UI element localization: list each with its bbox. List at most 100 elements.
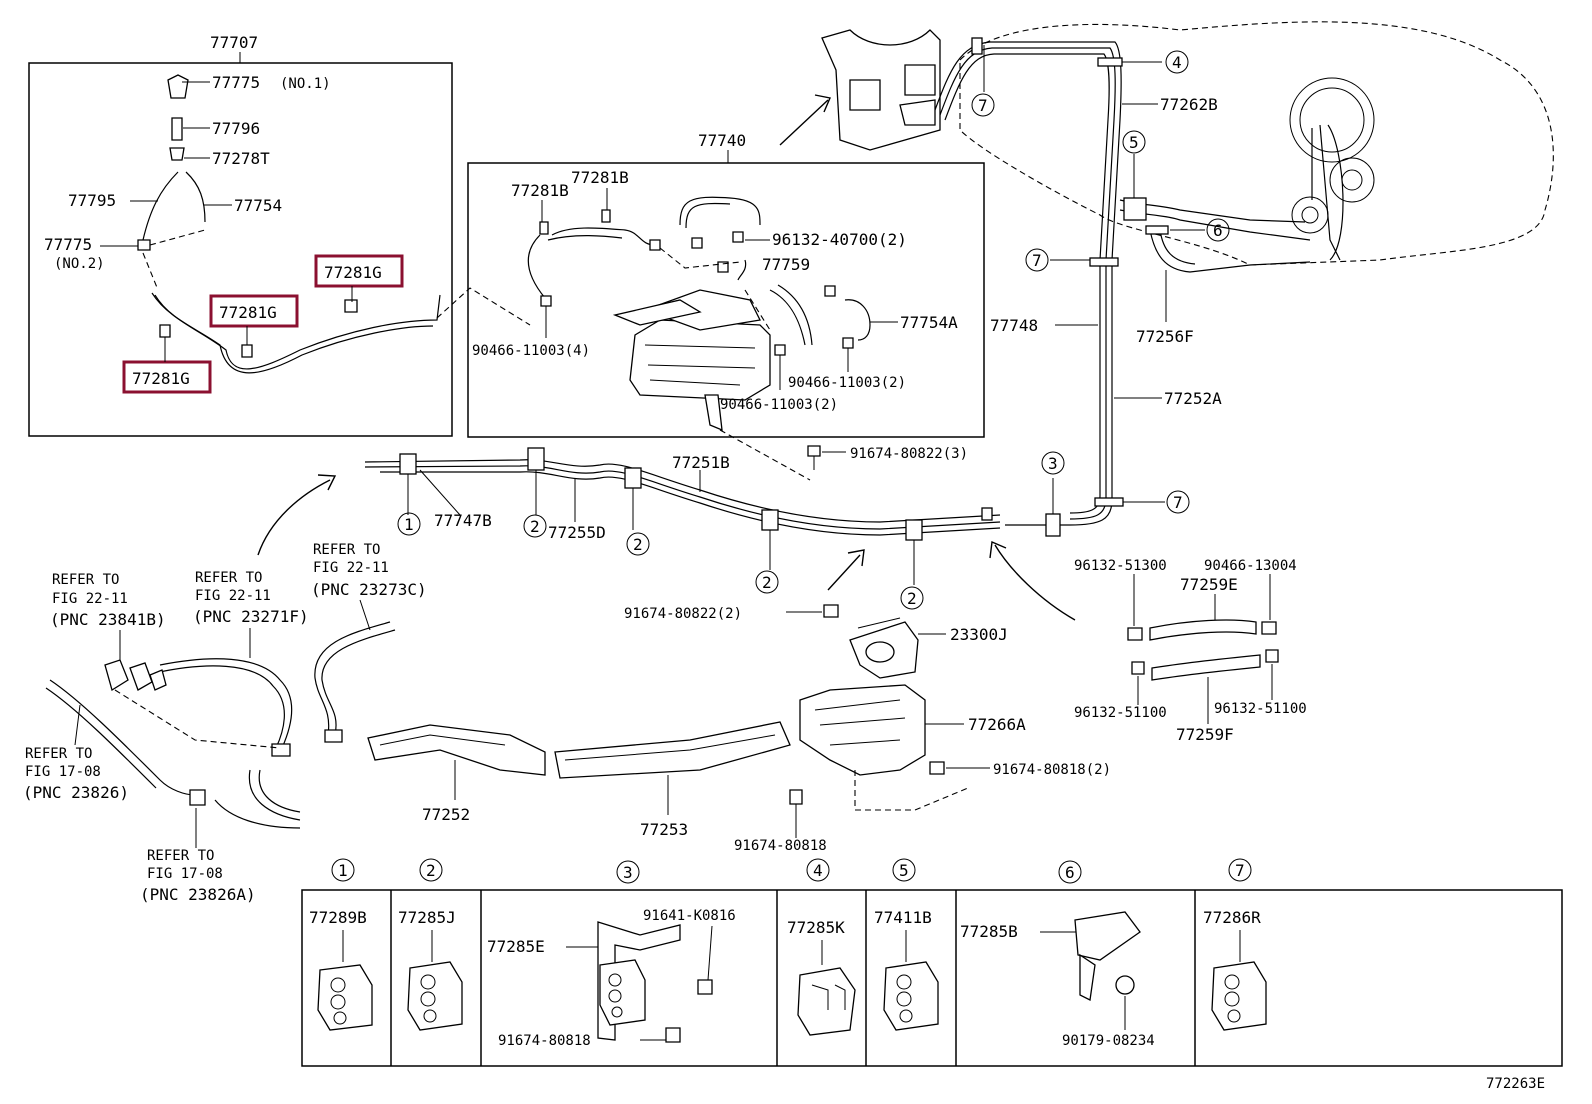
inset-77707-frame	[28, 62, 453, 437]
label-77281b-top: 77281B	[571, 168, 629, 187]
note-no1: (NO.1)	[280, 76, 331, 92]
horizontal-line-bundle	[364, 447, 1061, 541]
refer-1-line2: FIG 22-11	[52, 591, 128, 607]
legend-part-77285k: 77285K	[787, 918, 845, 937]
label-91674-80822-2: 91674-80822(2)	[624, 606, 742, 622]
highlight-77281g-1	[314, 254, 404, 288]
bolt-91674-80822-3	[807, 445, 821, 470]
label-77252: 77252	[422, 805, 470, 824]
refer-4-line1: REFER TO	[25, 746, 92, 762]
arrow-right	[994, 544, 1076, 621]
label-77754a: 77754A	[900, 313, 958, 332]
note-no2: (NO.2)	[54, 256, 105, 272]
label-91674-80818: 91674-80818	[734, 838, 827, 854]
refer-3-line2: FIG 22-11	[313, 560, 389, 576]
label-77281b-left: 77281B	[511, 181, 569, 200]
refer-3-line1: REFER TO	[313, 542, 380, 558]
protector-77253	[554, 721, 791, 779]
label-77281g-1: 77281G	[324, 263, 382, 282]
legend-num-2: 2	[426, 861, 436, 880]
legend-sub-90179-08234: 90179-08234	[1062, 1033, 1155, 1049]
callout-circles: 1 2 2 2 2 3 4 5 6 7 7 7	[397, 50, 1230, 610]
label-77775-no1: 77775	[212, 73, 260, 92]
label-90466-13004: 90466-13004	[1204, 558, 1297, 574]
label-77281g-2: 77281G	[219, 303, 277, 322]
refer-5-line2: FIG 17-08	[147, 866, 223, 882]
bracket-77266a	[799, 684, 926, 776]
legend-num-5: 5	[899, 861, 909, 880]
bolt-91674-80822-2	[823, 604, 839, 618]
label-77278t: 77278T	[212, 149, 270, 168]
label-77775-no2: 77775	[44, 235, 92, 254]
svg-text:3: 3	[1048, 454, 1058, 473]
svg-text:4: 4	[1172, 53, 1182, 72]
label-77253: 77253	[640, 820, 688, 839]
legend-part-77286r: 77286R	[1203, 908, 1261, 927]
refer-1-line3: (PNC 23841B)	[50, 610, 166, 629]
legend-sub-91674-80818: 91674-80818	[498, 1033, 591, 1049]
hose-kit-77259	[1127, 619, 1279, 681]
legend-num-6: 6	[1065, 863, 1075, 882]
label-77262b: 77262B	[1160, 95, 1218, 114]
label-77281g-3: 77281G	[132, 369, 190, 388]
label-77796: 77796	[212, 119, 260, 138]
svg-text:7: 7	[978, 96, 988, 115]
label-77252a: 77252A	[1164, 389, 1222, 408]
refer-5-line3: (PNC 23826A)	[140, 885, 256, 904]
external-lines-left	[45, 621, 396, 829]
refer-1-line1: REFER TO	[52, 572, 119, 588]
label-77754: 77754	[234, 196, 282, 215]
legend-part-77289b: 77289B	[309, 908, 367, 927]
legend-part-77285b: 77285B	[960, 922, 1018, 941]
legend-part-77285j: 77285J	[398, 908, 456, 927]
refer-5-line1: REFER TO	[147, 848, 214, 864]
label-90466-11003-4: 90466-11003(4)	[472, 343, 590, 359]
label-77747b: 77747B	[434, 511, 492, 530]
label-77707: 77707	[210, 33, 258, 52]
legend-part-77285e: 77285E	[487, 937, 545, 956]
svg-text:2: 2	[762, 573, 772, 592]
arrow-left	[257, 479, 331, 556]
legend-num-1: 1	[338, 861, 348, 880]
bolt-91674-80818-2	[929, 761, 945, 775]
engine-bay-outline	[821, 29, 941, 151]
label-90466-11003-2a: 90466-11003(2)	[788, 375, 906, 391]
label-77795: 77795	[68, 191, 116, 210]
label-23300j: 23300J	[950, 625, 1008, 644]
svg-text:2: 2	[530, 517, 540, 536]
svg-text:2: 2	[633, 535, 643, 554]
legend-part-77411b: 77411B	[874, 908, 932, 927]
refer-4-line3: (PNC 23826)	[23, 783, 129, 802]
canister-assembly-77740	[527, 196, 871, 432]
refer-3-line3: (PNC 23273C)	[311, 580, 427, 599]
legend-num-4: 4	[813, 861, 823, 880]
label-77740: 77740	[698, 131, 746, 150]
legend-num-3: 3	[623, 863, 633, 882]
refer-4-line2: FIG 17-08	[25, 764, 101, 780]
label-96132-51300: 96132-51300	[1074, 558, 1167, 574]
svg-text:1: 1	[404, 515, 414, 534]
protector-77252	[367, 724, 546, 776]
arrow-to-engine	[779, 99, 829, 146]
arrow-center	[827, 554, 861, 591]
label-96132-51100-b: 96132-51100	[1214, 701, 1307, 717]
svg-text:5: 5	[1129, 133, 1139, 152]
svg-text:2: 2	[907, 589, 917, 608]
legend-table: 1 2 3 4 5 6 7 77289B 77285J 77285E 91641…	[301, 858, 1563, 1067]
label-96132-40700: 96132-40700(2)	[772, 230, 907, 249]
svg-text:6: 6	[1213, 221, 1223, 240]
label-77266a: 77266A	[968, 715, 1026, 734]
inset-77740-frame	[467, 162, 985, 438]
main-line-bundle	[934, 37, 1311, 526]
label-77251b: 77251B	[672, 453, 730, 472]
label-96132-51100-a: 96132-51100	[1074, 705, 1167, 721]
bolt-91674-80818	[789, 789, 803, 805]
highlight-77281g-3	[122, 360, 212, 394]
label-77759: 77759	[762, 255, 810, 274]
label-91674-80822-3: 91674-80822(3)	[850, 446, 968, 462]
hose-assembly-77707	[137, 74, 441, 374]
label-77259e: 77259E	[1180, 575, 1238, 594]
fuel-tank-outline	[959, 21, 1554, 266]
